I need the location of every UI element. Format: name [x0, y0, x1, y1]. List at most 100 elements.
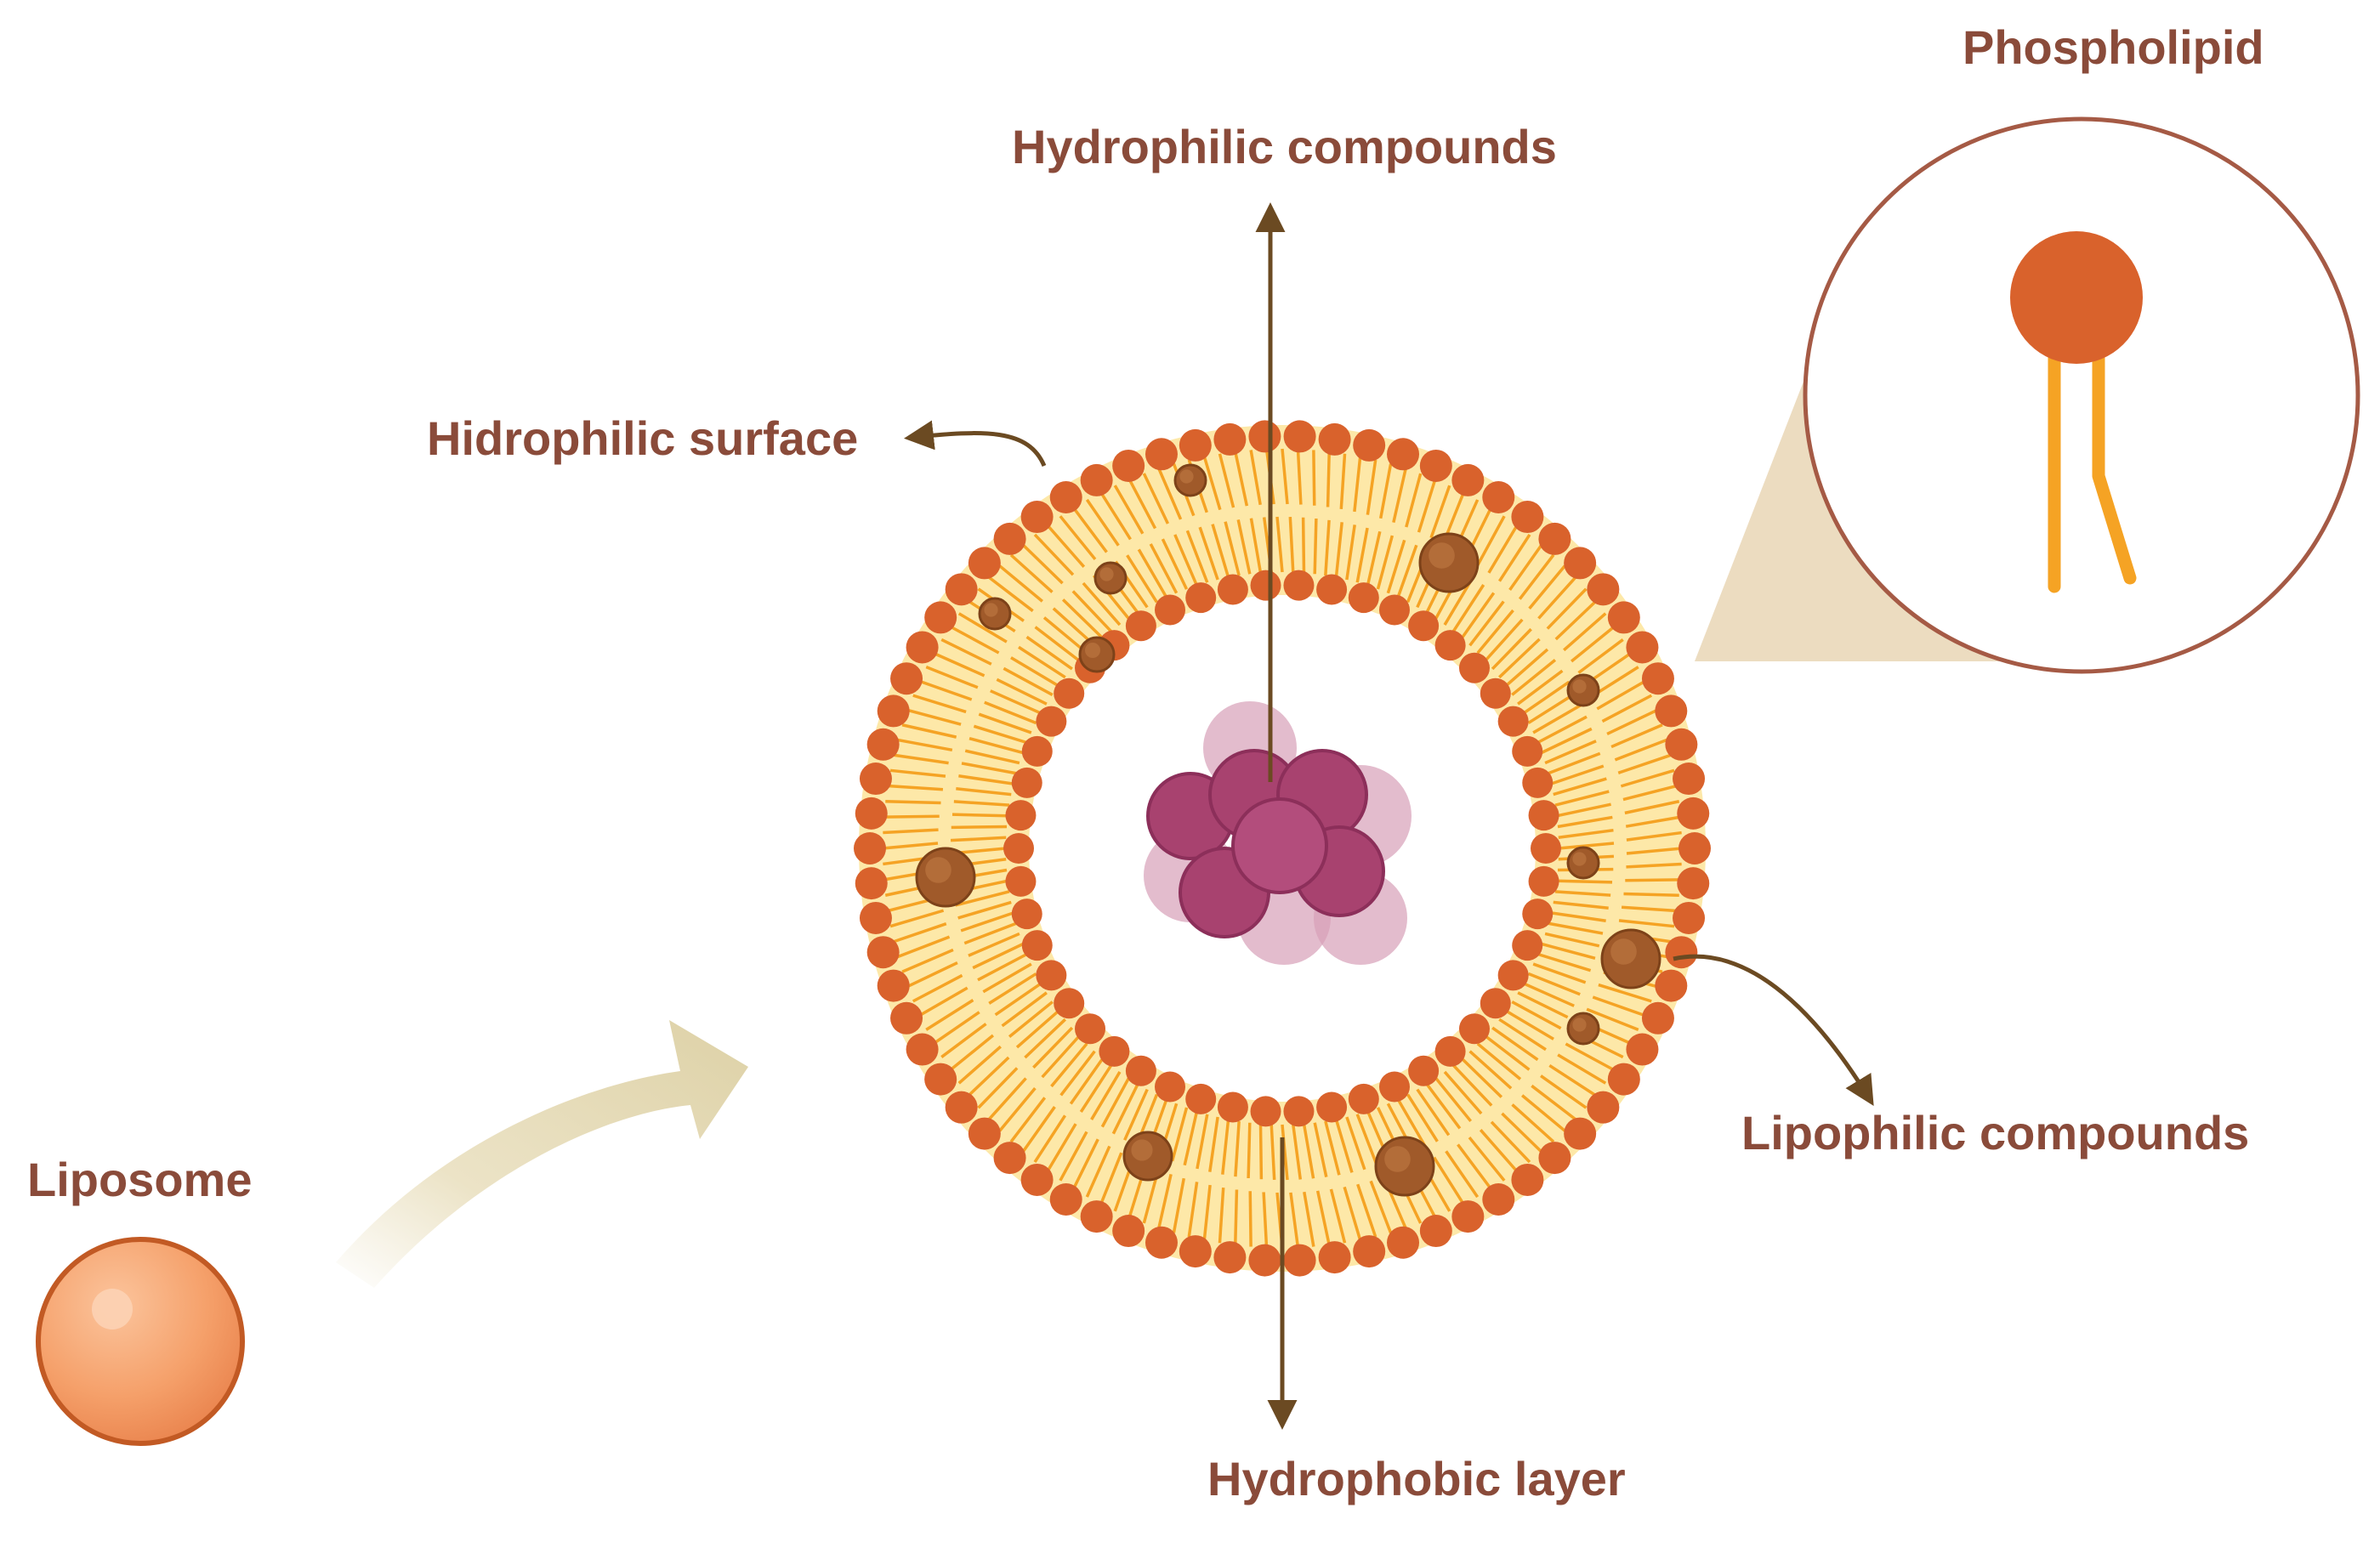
lipid-tail	[1541, 942, 1596, 961]
phospholipid-head	[1482, 481, 1515, 514]
lipid-tail	[1620, 768, 1675, 788]
phospholipid-head	[1678, 832, 1711, 865]
lipid-tail	[1032, 1026, 1074, 1069]
lipid-tail	[1183, 1110, 1199, 1166]
phospholipid-head	[1434, 1035, 1466, 1067]
lipid-tail	[1532, 962, 1587, 984]
lipid-tail	[1202, 456, 1222, 511]
phospholipid-head	[1522, 767, 1554, 798]
phospholipid-head	[1378, 594, 1410, 626]
lipid-tail	[1202, 1184, 1212, 1241]
lipid-tail	[1018, 645, 1066, 679]
lipid-tail	[1508, 543, 1543, 591]
lipid-tail	[1069, 1057, 1105, 1105]
lipid-tail	[1417, 479, 1437, 533]
lipid-tail	[1008, 1001, 1054, 1039]
phospholipid-head	[1511, 501, 1544, 534]
phospholipid-head	[1531, 833, 1561, 864]
lipid-tail	[1586, 1007, 1639, 1032]
lipid-tail	[1015, 1009, 1060, 1049]
lipid-tail	[1173, 534, 1199, 587]
lipid-tail	[1085, 1145, 1111, 1198]
lipid-tail	[1111, 1083, 1139, 1135]
phospholipid-head	[1677, 797, 1710, 830]
lipid-tail	[883, 814, 940, 819]
phospholipid-head	[1480, 988, 1511, 1019]
lipid-tail	[1221, 1119, 1230, 1175]
phospholipid-head	[1497, 960, 1529, 991]
lipid-tail	[1548, 1063, 1598, 1097]
lipid-tail	[1626, 831, 1682, 842]
lipid-tail	[1392, 468, 1407, 524]
lipid-tail	[1625, 878, 1681, 882]
lipid-tail	[1356, 1183, 1377, 1238]
lipid-tail	[1451, 1064, 1493, 1107]
phospholipid-head	[1673, 762, 1706, 796]
phospholipid-head	[1673, 901, 1706, 934]
phospholipid-head	[1283, 1096, 1315, 1127]
lipid-tail	[951, 813, 1008, 818]
phospholipid-head	[1011, 767, 1042, 798]
phospholipid-head	[1528, 800, 1559, 831]
lipid-tail	[1445, 1150, 1480, 1199]
lipid-tail	[906, 708, 962, 726]
lipophilic-compound-highlight	[1085, 643, 1100, 658]
lipid-tail	[1451, 584, 1485, 632]
phospholipid-head	[1511, 1163, 1544, 1196]
lipid-tail	[996, 677, 1048, 706]
lipid-tail	[1302, 1123, 1315, 1179]
phospholipid-magnifier	[1803, 116, 2360, 674]
lipid-tail	[887, 784, 944, 791]
phospholipid-head	[1434, 630, 1466, 661]
lipid-tail	[1614, 738, 1667, 762]
phospholipid-head	[855, 867, 888, 900]
lipid-tail	[1601, 694, 1653, 723]
phospholipid-head	[1316, 574, 1348, 605]
lipid-tail	[1511, 1001, 1562, 1030]
phospholipid-head	[1125, 610, 1156, 642]
phospholipid-head	[1054, 677, 1085, 709]
outer-heads	[854, 420, 1711, 1277]
lipid-tail	[978, 712, 1032, 734]
lipid-tail	[1185, 530, 1209, 583]
lipid-tail	[953, 800, 1010, 807]
lipophilic-compound-highlight	[984, 603, 998, 617]
phospholipid-head	[1318, 1241, 1351, 1274]
phospholipid-head	[1318, 422, 1351, 456]
lipid-tail	[1548, 751, 1601, 775]
lipid-tail	[963, 921, 1017, 945]
phospholipid-head	[1250, 1096, 1281, 1127]
lipid-tail	[1196, 1114, 1209, 1170]
phospholipid-head	[1522, 899, 1554, 930]
phospholipid-head	[1054, 988, 1085, 1019]
phospholipid-head	[1112, 1215, 1145, 1248]
lipid-tail	[1468, 1136, 1506, 1182]
lipid-tail	[1324, 1120, 1341, 1176]
phospholipid-head	[1075, 1013, 1106, 1045]
phospholipid-head	[1419, 449, 1452, 482]
lipid-tail	[1563, 612, 1607, 652]
lipid-tail	[1550, 764, 1605, 785]
phospholipid-head	[1665, 936, 1698, 969]
lipid-tail	[1544, 740, 1597, 765]
phospholipid-head	[1458, 1013, 1490, 1045]
lipid-tail	[1558, 828, 1614, 839]
lipid-tail	[982, 962, 1032, 994]
lipid-tail	[1079, 1064, 1113, 1113]
lipid-tail	[1315, 1190, 1331, 1246]
surface-pointer-arrow	[904, 420, 1047, 468]
lipid-tail	[1345, 524, 1356, 581]
phospholipid-head	[877, 969, 910, 1002]
lipid-tail	[1288, 516, 1295, 573]
phospholipid-head	[1125, 1055, 1156, 1086]
lipophilic-compound-highlight	[1384, 1146, 1411, 1172]
lipid-tail	[1536, 715, 1588, 745]
lipid-tail	[1157, 468, 1183, 520]
lipid-tail	[1281, 448, 1289, 505]
lipid-tail	[1433, 1156, 1465, 1205]
phospholipid-head	[1049, 481, 1082, 514]
lipid-tail	[964, 749, 1020, 765]
lipid-tail	[1275, 516, 1284, 573]
phospholipid-head	[877, 694, 910, 728]
lipid-tail	[1557, 1053, 1607, 1085]
